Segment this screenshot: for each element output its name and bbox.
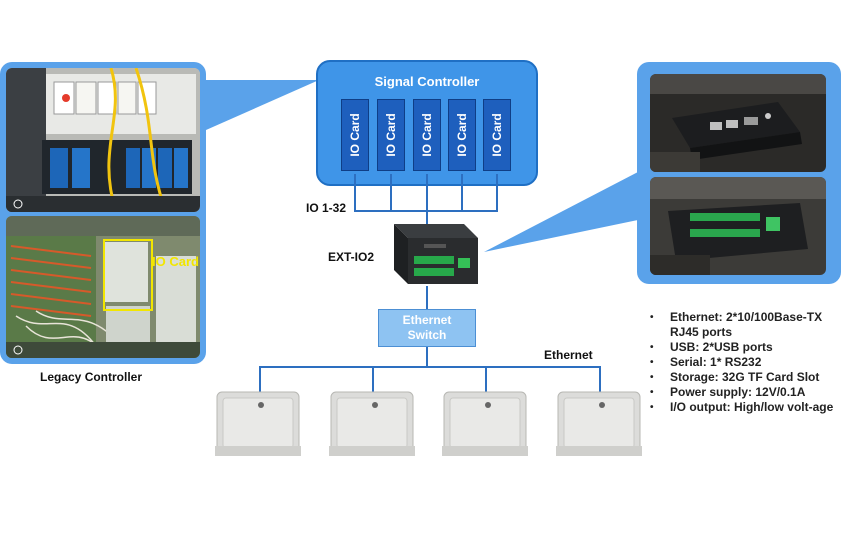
io-line-4: [461, 174, 463, 211]
ethernet-bus: [259, 366, 601, 368]
spec-item: Serial: 1* RS232: [650, 355, 850, 370]
io-card-5: IO Card: [483, 99, 511, 171]
ethernet-drop-1: [259, 366, 261, 392]
legacy-wiring-photo: [6, 216, 200, 358]
signal-controller-title: Signal Controller: [374, 74, 480, 89]
io-line-3: [426, 174, 428, 211]
spec-item: I/O output: High/low volt-age: [650, 400, 850, 415]
field-enclosure-4: [556, 391, 642, 456]
signal-controller: Signal Controller IO Card IO Card IO Car…: [316, 60, 538, 186]
field-enclosure-1: [215, 391, 301, 456]
io-card-4: IO Card: [448, 99, 476, 171]
io-bus-drop: [426, 210, 428, 226]
io-line-1: [354, 174, 356, 211]
io-range-label: IO 1-32: [306, 201, 347, 215]
ethernet-switch: Ethernet Switch: [378, 309, 476, 347]
ext-io2-top-photo: [650, 74, 826, 172]
io-card-3: IO Card: [413, 99, 441, 171]
io-line-5: [496, 174, 498, 211]
io-card-label: IO Card: [490, 113, 504, 157]
io-card-callout-label: IO Card: [152, 254, 199, 269]
callout-connector-left: [197, 80, 319, 134]
callout-connector-right: [484, 172, 638, 252]
spec-item: Power supply: 12V/0.1A: [650, 385, 850, 400]
spec-item: USB: 2*USB ports: [650, 340, 850, 355]
ext-io-label: EXT-IO2: [328, 250, 375, 264]
io-card-label: IO Card: [384, 113, 398, 157]
ethernet-switch-line1: Ethernet: [402, 313, 452, 327]
ethernet-drop-3: [485, 366, 487, 392]
io-line-2: [390, 174, 392, 211]
spec-list: Ethernet: 2*10/100Base-TX RJ45 ports USB…: [650, 310, 850, 415]
io-card-1: IO Card: [341, 99, 369, 171]
ethernet-drop-4: [599, 366, 601, 392]
io-card-2: IO Card: [377, 99, 405, 171]
legacy-controller-label: Legacy Controller: [40, 370, 143, 384]
spec-item: Ethernet: 2*10/100Base-TX RJ45 ports: [650, 310, 850, 340]
ethernet-drop-2: [372, 366, 374, 392]
io-card-label: IO Card: [420, 113, 434, 157]
switch-drop-line: [426, 347, 428, 367]
io-card-label: IO Card: [348, 113, 362, 157]
ethernet-switch-line2: Switch: [407, 328, 447, 342]
ethernet-label: Ethernet: [544, 348, 593, 362]
io-card-label: IO Card: [455, 113, 469, 157]
legacy-cabinet-photo: [6, 68, 200, 212]
ext-io2-device: [394, 224, 478, 284]
field-enclosure-2: [329, 391, 415, 456]
field-enclosure-3: [442, 391, 528, 456]
io-card-highlight-box: [103, 239, 153, 311]
spec-item: Storage: 32G TF Card Slot: [650, 370, 850, 385]
ext-to-switch-line: [426, 286, 428, 310]
ext-io2-side-photo: [650, 177, 826, 275]
